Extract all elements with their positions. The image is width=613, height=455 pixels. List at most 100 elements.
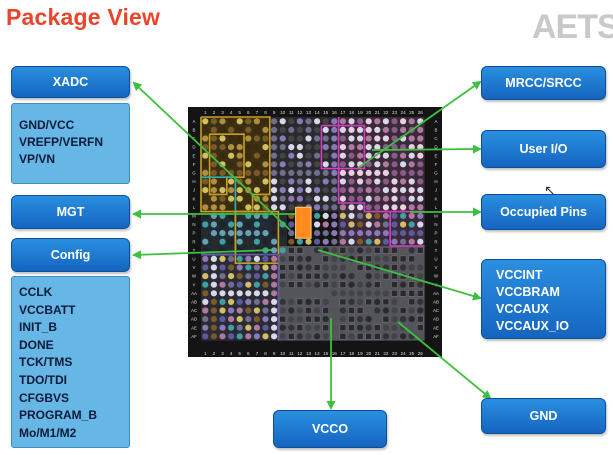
- package-pin: [245, 135, 252, 142]
- package-row-label: K: [435, 196, 438, 201]
- package-pin: [357, 316, 364, 323]
- xadc-pin-item: GND/VCC: [19, 118, 75, 132]
- config-pin-item: INIT_B: [19, 320, 58, 335]
- package-pin: [219, 307, 226, 314]
- package-pin: [322, 152, 329, 159]
- arrow-config: [132, 249, 273, 260]
- package-pin: [374, 255, 381, 262]
- package-pin: [417, 135, 424, 142]
- package-pin: [279, 238, 286, 245]
- package-pin: [245, 307, 252, 314]
- package-pin: [202, 324, 209, 331]
- package-pin: [417, 255, 424, 262]
- package-pin: [357, 298, 364, 305]
- package-pin: [339, 298, 347, 306]
- package-pin: [374, 118, 381, 125]
- package-pin: [400, 247, 407, 254]
- package-pin: [236, 290, 243, 297]
- package-column-label: 26: [418, 351, 424, 356]
- package-pin: [357, 324, 364, 331]
- package-pin: [382, 195, 389, 202]
- package-pin: [228, 324, 235, 331]
- package-pin: [245, 118, 252, 125]
- package-row-label: AE: [433, 325, 439, 330]
- config-label: Config: [11, 238, 130, 272]
- package-pin: [365, 281, 372, 288]
- package-pin: [357, 187, 364, 194]
- package-pin: [245, 161, 252, 168]
- package-pin: [296, 195, 303, 202]
- package-pin: [408, 290, 415, 297]
- package-row-label: E: [193, 153, 196, 158]
- package-pin: [271, 255, 278, 262]
- package-row-label: AF: [191, 334, 197, 339]
- package-column-label: 8: [264, 351, 267, 356]
- package-pin: [322, 221, 329, 228]
- package-pin: [322, 169, 329, 176]
- package-pin: [288, 221, 295, 228]
- package-pin: [382, 247, 390, 254]
- package-pin: [236, 195, 243, 202]
- package-pin: [314, 324, 321, 331]
- package-pin: [245, 316, 252, 323]
- package-pin: [382, 230, 389, 237]
- package-pin: [279, 178, 286, 185]
- package-pin: [348, 324, 355, 331]
- package-pin: [305, 152, 312, 159]
- package-pin: [253, 273, 260, 280]
- package-pin: [408, 281, 415, 288]
- package-pin: [365, 333, 372, 340]
- package-pin: [408, 247, 415, 254]
- package-pin: [374, 238, 381, 245]
- package-column-label: 20: [366, 110, 372, 115]
- package-column-label: 6: [247, 351, 250, 356]
- package-pin: [399, 290, 407, 297]
- package-pin: [339, 281, 347, 288]
- package-pin: [296, 161, 303, 168]
- package-pin: [245, 281, 252, 288]
- package-pin: [322, 333, 329, 340]
- bank-outline: [201, 253, 280, 341]
- bank-outline: [320, 124, 366, 170]
- package-pin: [253, 126, 260, 133]
- package-pin: [391, 169, 398, 176]
- package-pin: [219, 264, 226, 271]
- package-pin: [417, 333, 424, 340]
- package-pin: [382, 272, 390, 280]
- package-pin: [331, 230, 338, 237]
- package-pin: [210, 161, 217, 168]
- package-pin: [339, 264, 346, 271]
- package-pin: [314, 333, 321, 340]
- package-pin: [271, 264, 278, 271]
- package-pin: [314, 187, 321, 194]
- package-pin: [357, 247, 364, 254]
- package-row-label: V: [435, 265, 438, 270]
- package-pin: [357, 204, 364, 211]
- package-pin: [271, 144, 278, 151]
- package-pin: [288, 118, 295, 125]
- package-pin: [210, 290, 217, 297]
- package-column-label: 23: [392, 110, 398, 115]
- package-pin: [374, 281, 381, 288]
- package-pin: [391, 298, 398, 305]
- package-pin: [288, 255, 295, 263]
- occupied-pins-label: Occupied Pins: [481, 194, 606, 230]
- package-pin: [314, 281, 321, 288]
- package-row-label: R: [434, 239, 437, 244]
- package-pin: [357, 290, 364, 297]
- package-column-label: 18: [349, 351, 355, 356]
- package-pin: [271, 238, 278, 245]
- package-pin: [279, 118, 286, 125]
- package-pin: [210, 187, 217, 194]
- package-pin: [228, 298, 235, 305]
- package-pin: [210, 238, 217, 245]
- package-pin: [374, 212, 381, 219]
- package-pin: [253, 144, 260, 151]
- package-pin: [279, 204, 286, 211]
- package-pin: [219, 255, 226, 262]
- mgt-label-text: MGT: [56, 205, 85, 219]
- package-pin: [210, 298, 217, 305]
- package-pin: [417, 187, 424, 194]
- package-pin: [322, 273, 329, 280]
- package-pin: [314, 204, 321, 211]
